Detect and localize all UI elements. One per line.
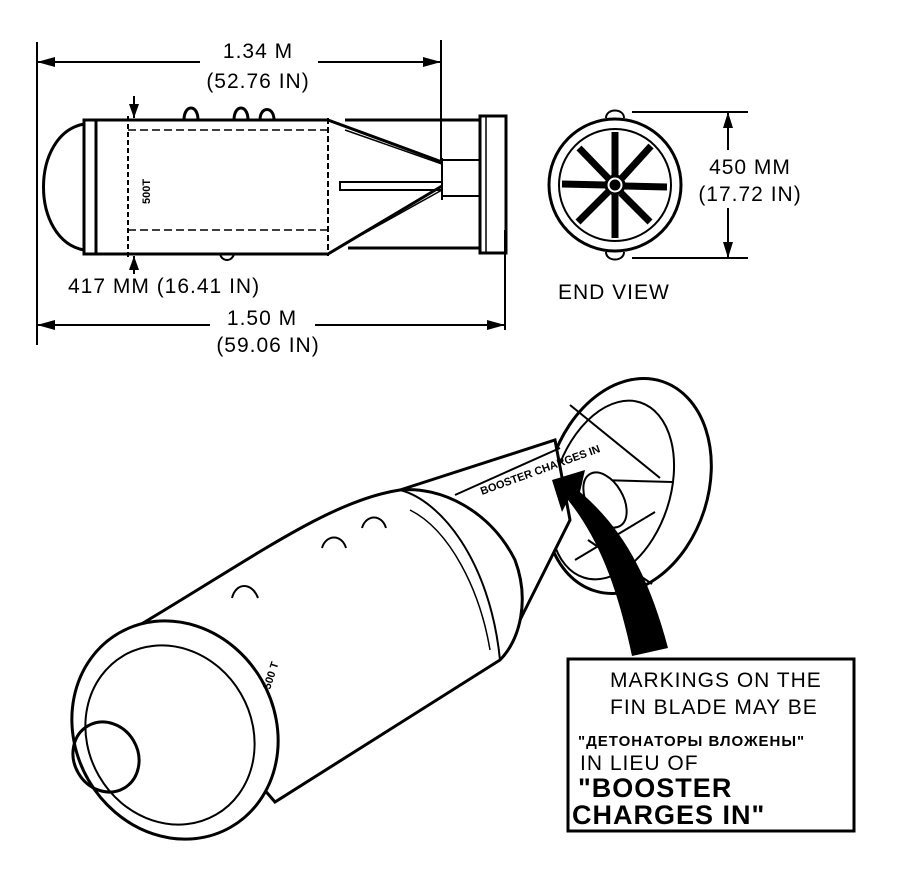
side-body-marking: 500T [141,179,153,204]
end-view [547,109,748,261]
callout-box [566,657,856,833]
length-1-50-label: 1.50 M [227,307,297,330]
side-view [36,40,508,345]
end-view-title: END VIEW [558,281,670,304]
callout-line-1: MARKINGS ON THE [610,669,822,692]
diameter-label: 417 MM (16.41 IN) [68,275,260,298]
end-height-in-label: (17.72 IN) [698,183,801,206]
callout-arrow [552,470,668,656]
length-1-34-label: 1.34 M [223,40,293,63]
end-height-mm-label: 450 MM [709,156,791,179]
callout-cyrillic: "ДЕТОНАТОРЫ ВЛОЖЕНЫ" [578,733,805,750]
callout-quote-line-2: CHARGES IN" [572,800,765,830]
length-52-76-label: (52.76 IN) [206,70,309,93]
length-59-06-label: (59.06 IN) [216,334,319,357]
perspective-view [70,377,713,841]
callout-line-2: FIN BLADE MAY BE [610,696,818,719]
callout-line-4: IN LIEU OF [580,752,699,775]
callout-quote-line-1: "BOOSTER [578,773,732,803]
